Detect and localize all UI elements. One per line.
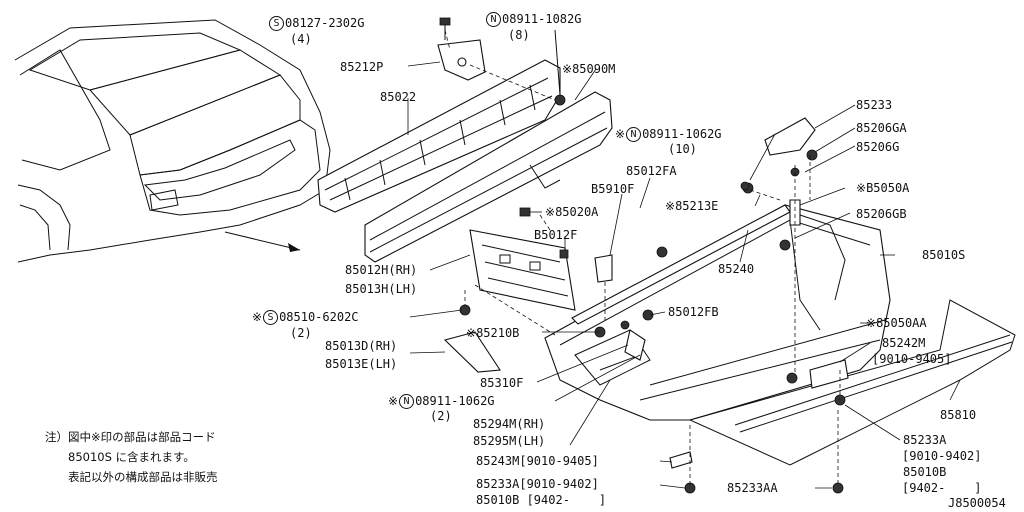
label-85010B-right: 85010B	[903, 465, 947, 479]
label-85206G: 85206G	[856, 140, 900, 154]
label-B5012F: B5012F	[534, 228, 578, 242]
rear-fascia	[544, 204, 891, 421]
label-85012FB: 85012FB	[668, 305, 719, 319]
label-85294M: 85294M(RH)	[473, 417, 546, 431]
label-85013D: 85013D(RH)	[325, 339, 398, 353]
label-08510-6202C-qty: (2)	[290, 326, 312, 340]
under-cover	[688, 299, 1016, 466]
n-circle-icon: N	[399, 394, 415, 409]
label-85013H: 85013H(LH)	[345, 282, 418, 296]
label-85206GA: 85206GA	[856, 121, 907, 135]
side-bracket	[742, 117, 818, 194]
n-circle-icon: N	[486, 12, 501, 27]
label-85212P: 85212P	[340, 60, 384, 74]
label-08911-1062G-a-qty: (10)	[668, 142, 697, 156]
energy-absorber	[364, 91, 613, 263]
label-85210B: ※85210B	[466, 326, 520, 340]
label-85012FA: 85012FA	[626, 164, 677, 178]
assembly-guide-lines	[444, 29, 841, 485]
label-85233A-right: 85233A	[903, 433, 947, 447]
label-08911-1062G-b-qty: (2)	[430, 409, 452, 423]
label-85090M: ※85090M	[562, 62, 616, 76]
label-08127-qty: (4)	[290, 32, 312, 46]
s-circle-icon: S	[269, 16, 284, 31]
note-line-2: 85010S に含まれます。	[45, 450, 195, 464]
label-85243M: 85243M[9010-9405]	[476, 454, 599, 468]
label-85050AA: ※85050AA	[866, 316, 927, 330]
label-85240: 85240	[718, 262, 755, 276]
label-85020A: ※85020A	[545, 205, 599, 219]
s-circle-icon: S	[263, 310, 279, 325]
label-85810: 85810	[940, 408, 977, 422]
label-85233AA: 85233AA	[727, 481, 778, 495]
label-B5910F: B5910F	[591, 182, 635, 196]
n-circle-icon: N	[626, 127, 642, 142]
center-bracket	[437, 39, 486, 81]
label-85233A-right-range: [9010-9402]	[902, 449, 982, 463]
fastener-set-top	[439, 17, 566, 106]
car-body-outline	[14, 19, 331, 263]
direction-arrow	[224, 231, 301, 252]
label-85012H: 85012H(RH)	[345, 263, 418, 277]
label-85310F: 85310F	[480, 376, 524, 390]
label-85233A-bottom: 85233A[9010-9402]	[476, 477, 599, 491]
label-85206GB: 85206GB	[856, 207, 907, 221]
label-08911-1082G-qty: (8)	[508, 28, 530, 42]
label-B5050A: ※B5050A	[856, 181, 910, 195]
label-85010S: 85010S	[922, 248, 966, 262]
label-85233: 85233	[856, 98, 893, 112]
label-85295M: 85295M(LH)	[473, 434, 546, 448]
bumper-reinforcement	[317, 59, 561, 213]
label-85213E: ※85213E	[665, 199, 719, 213]
lower-panel	[469, 229, 576, 311]
diagram-code: J8500054	[948, 496, 1006, 510]
leader-lines	[407, 61, 961, 489]
note-line-1: 注）図中※印の部品は部品コード	[45, 430, 216, 444]
label-85242M: 85242M	[882, 336, 926, 350]
label-85242M-range: [9010-9405]	[872, 352, 952, 366]
label-85010B-right-range: [9402- ]	[902, 481, 982, 495]
label-85022: 85022	[380, 90, 417, 104]
label-85010B-bottom: 85010B [9402- ]	[476, 493, 607, 507]
note-line-3: 表記以外の構成部品は非販売	[45, 470, 218, 484]
label-85013E: 85013E(LH)	[325, 357, 398, 371]
